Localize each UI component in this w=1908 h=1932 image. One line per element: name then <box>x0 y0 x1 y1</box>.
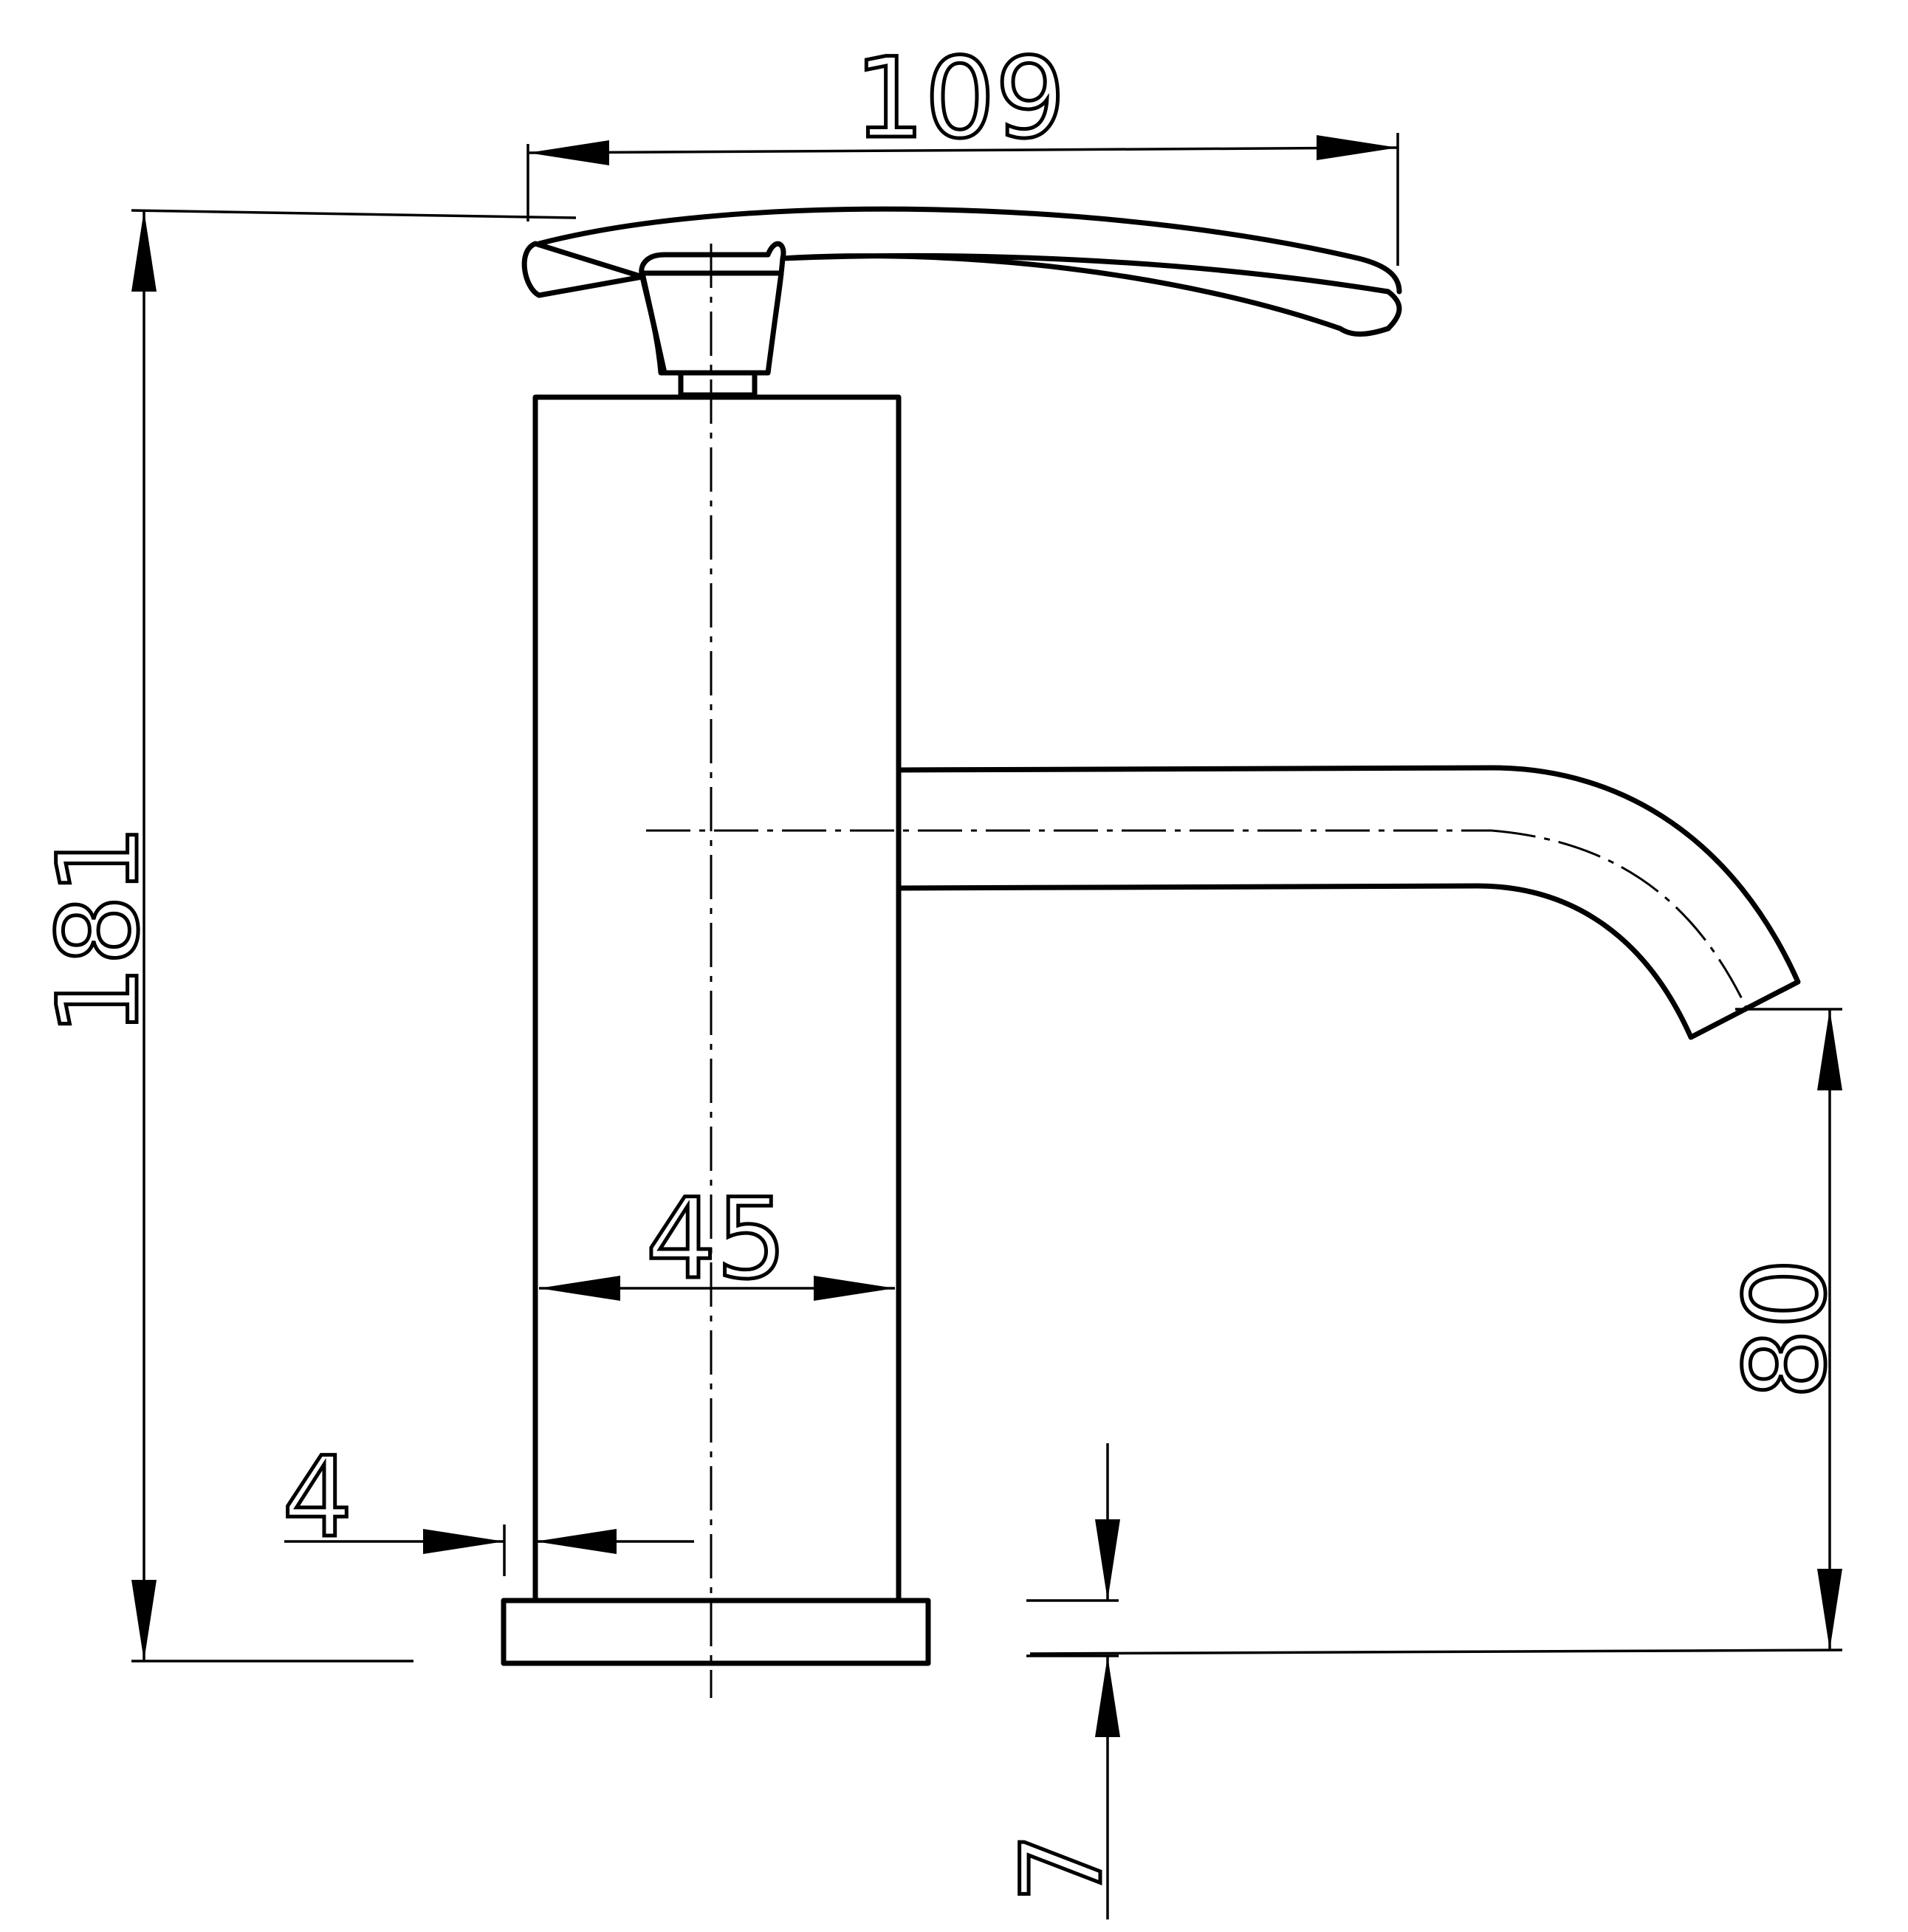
arrowhead-top <box>1817 1009 1842 1090</box>
arrowhead-bottom <box>1817 1569 1842 1650</box>
dimension-label: 4 <box>282 1434 352 1562</box>
extension-line-bottom <box>1029 1649 1843 1655</box>
dimension-overall-height: 181 <box>33 209 577 1663</box>
arrowhead-top <box>131 210 157 292</box>
spout <box>896 765 1801 1040</box>
dimension-label: 181 <box>35 825 163 1036</box>
faucet-body <box>532 394 902 1603</box>
arrowhead-right <box>535 1529 617 1554</box>
arrowhead-right <box>814 1276 895 1301</box>
dimension-line <box>527 146 1399 154</box>
dimension-wall-offset: 4 <box>281 1432 694 1576</box>
dimension-spout-height: 80 <box>1029 1008 1853 1655</box>
base-plate <box>501 1598 931 1666</box>
arrowhead-top <box>1095 1519 1120 1601</box>
extension-line-top <box>131 209 577 219</box>
dimension-label: 45 <box>646 1175 787 1304</box>
dimension-body-diameter: 45 <box>539 1174 895 1306</box>
arrowhead-left <box>423 1529 504 1554</box>
dimension-handle-width: 109 <box>526 33 1399 266</box>
arrowhead-bottom <box>1095 1656 1120 1737</box>
arrowhead-left <box>539 1276 620 1301</box>
faucet-outline <box>501 206 1801 1666</box>
handle-top-edge <box>536 206 1402 295</box>
arrowhead-right <box>1317 135 1398 160</box>
center-lines <box>646 244 1748 1698</box>
stem-neck <box>678 370 758 398</box>
arrowhead-left <box>528 140 609 165</box>
dimension-label: 109 <box>854 35 1065 163</box>
dimension-label: 7 <box>998 1832 1127 1902</box>
dimension-label: 80 <box>1722 1259 1850 1400</box>
dimension-base-thickness: 7 <box>997 1443 1129 1919</box>
arrowhead-bottom <box>131 1580 157 1661</box>
spout-curve-center-line <box>1491 829 1748 1008</box>
